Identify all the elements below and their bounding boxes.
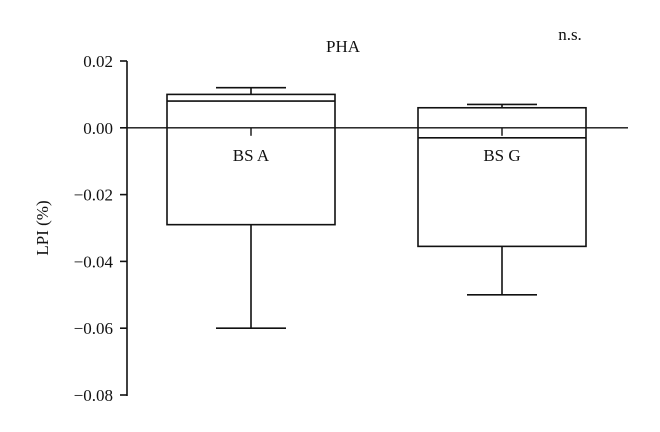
- y-tick-label: −0.04: [74, 252, 114, 271]
- y-tick-label: 0.02: [83, 52, 113, 71]
- iqr-box: [417, 106, 587, 248]
- iqr-box: [166, 93, 336, 226]
- y-ticks: 0.02 0.00 −0.02 −0.04 −0.06 −0.08: [74, 52, 127, 405]
- y-tick-label: −0.02: [74, 186, 113, 205]
- y-tick-label: −0.06: [74, 319, 113, 338]
- category-label: BS G: [483, 146, 520, 165]
- y-axis-title: LPI (%): [33, 200, 52, 255]
- significance-annotation: n.s.: [558, 25, 582, 44]
- chart-title: PHA: [326, 37, 361, 56]
- boxes-group: BS A BS G: [166, 86, 587, 330]
- category-label: BS A: [233, 146, 270, 165]
- y-tick-label: 0.00: [83, 119, 113, 138]
- box-bs-g: BS G: [417, 103, 587, 296]
- box-bs-a: BS A: [166, 86, 336, 330]
- y-tick-label: −0.08: [74, 386, 113, 405]
